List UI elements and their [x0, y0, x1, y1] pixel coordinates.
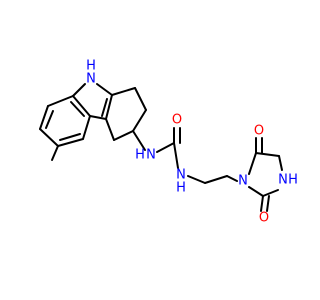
- bond-ar-6: [72, 95, 91, 117]
- bond-nh2-ch2: [187, 175, 206, 184]
- bond-h-4: [262, 189, 279, 197]
- hydantoin-o-bottom-label: O: [259, 211, 269, 226]
- bond-ch2-n: [226, 175, 238, 182]
- hydantoin-o-top-label: O: [254, 124, 264, 139]
- molecule-structure: H N N H O N H N N H O O: [39, 59, 298, 226]
- bond-ar-6-inner: [70, 101, 85, 117]
- bond-h-5: [248, 186, 264, 197]
- bond-cy-5: [105, 118, 115, 141]
- bond-ar-4: [57, 138, 84, 147]
- hydantoin-n1-label: N: [238, 174, 248, 189]
- bond-ar-2-inner: [45, 110, 54, 129]
- bond-cy-3: [132, 109, 147, 132]
- bond-pyr-4: [89, 115, 107, 120]
- bond-co-bot-1: [260, 195, 264, 212]
- indole-n-label: N: [86, 72, 96, 87]
- hydantoin-nh-h-label: H: [288, 173, 298, 188]
- bond-co-bot-2: [266, 195, 270, 212]
- urea-nh-left-n-label: N: [146, 148, 156, 163]
- hydantoin-nh-n-label: N: [278, 173, 288, 188]
- bond-h-2: [255, 152, 280, 157]
- bond-ar-2: [39, 105, 49, 130]
- bond-h-3: [278, 155, 283, 171]
- bond-pyr-3-inner: [101, 98, 108, 117]
- bonds: [39, 83, 283, 212]
- bond-ar-5: [82, 115, 91, 140]
- urea-nh-right-h-label: H: [176, 181, 186, 196]
- indole-h-label: H: [86, 59, 96, 74]
- bond-h-1: [248, 152, 257, 175]
- bond-pyr-1: [72, 83, 86, 97]
- urea-o-label: O: [172, 113, 182, 128]
- bond-ch2-ch2: [204, 175, 228, 184]
- urea-nh-left-h-label: H: [135, 148, 145, 163]
- bond-ar-1: [47, 95, 74, 107]
- bond-cy-2: [134, 87, 147, 111]
- bond-methyl: [51, 145, 59, 161]
- structure-canvas: H N N H O N H N N H O O: [39, 58, 298, 226]
- bond-pyr-3: [105, 94, 113, 120]
- bond-ar-4-inner: [59, 133, 81, 141]
- atom-labels: H N N H O N H N N H O O: [86, 59, 298, 226]
- bond-cy-4: [113, 130, 134, 141]
- bond-cy-1: [111, 87, 136, 96]
- bond-ar-3: [39, 128, 59, 147]
- bond-nh1-c: [156, 142, 175, 153]
- bond-c-nh1: [132, 130, 146, 151]
- bond-c-nh2: [173, 142, 179, 169]
- bond-pyr-2: [96, 83, 113, 96]
- urea-nh-right-n-label: N: [176, 168, 186, 183]
